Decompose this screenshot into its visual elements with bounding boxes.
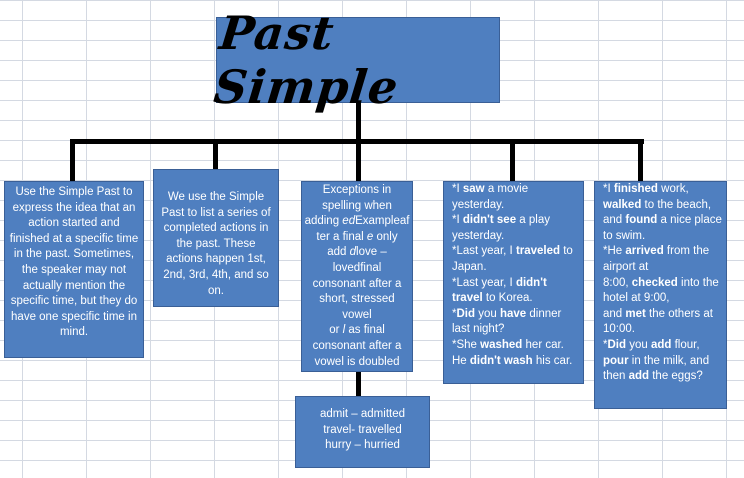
example-verb: add bbox=[628, 370, 650, 383]
exceptions-italic: d bbox=[349, 246, 357, 259]
example-text: 8:00, bbox=[603, 276, 632, 289]
example-verb: finished bbox=[613, 183, 658, 195]
example-verb: saw bbox=[462, 183, 485, 195]
example-verb: washed bbox=[480, 338, 523, 351]
example-text: * bbox=[452, 307, 457, 320]
exceptions-line: love – bbox=[356, 246, 387, 259]
connector-drop-4 bbox=[510, 139, 515, 181]
example-verb: walked bbox=[603, 198, 642, 211]
box-definition-text: Use the Simple Past to express the idea … bbox=[9, 186, 139, 339]
example-text: dinner last night? bbox=[452, 307, 562, 336]
example-text: *Last year, I bbox=[452, 245, 516, 258]
example-text: his car. bbox=[532, 354, 573, 367]
exceptions-line: short, stressed bbox=[319, 293, 395, 306]
box-series-text: We use the Simple Past to list a series … bbox=[161, 191, 271, 297]
example-verb: found bbox=[625, 214, 658, 227]
example-text: her car. bbox=[522, 338, 564, 351]
exceptions-line: spelling when bbox=[322, 199, 392, 212]
example-verb: traveled bbox=[515, 245, 561, 258]
example-verb: arrived bbox=[625, 245, 664, 258]
box-spelling-exceptions: Exceptions in spelling when adding edExa… bbox=[301, 181, 413, 372]
exceptions-line: only bbox=[373, 230, 398, 243]
example-verb: have bbox=[499, 307, 527, 320]
connector-drop-5 bbox=[638, 139, 643, 181]
exceptions-line: ter a final bbox=[316, 230, 367, 243]
example-text: to the beach, bbox=[641, 198, 712, 211]
example-text: and bbox=[603, 307, 626, 320]
example-text: then bbox=[603, 370, 629, 383]
example-text: into the hotel at 9:00, bbox=[603, 276, 719, 305]
example-line: travel- travelled bbox=[323, 423, 402, 436]
exceptions-line: Exampleaf bbox=[355, 215, 410, 228]
example-text: work, bbox=[657, 183, 689, 195]
example-text: from the airport at bbox=[603, 245, 710, 273]
example-line: admit – admitted bbox=[319, 408, 405, 420]
example-verb: didn't wash bbox=[469, 354, 533, 367]
exceptions-italic: l bbox=[342, 324, 346, 337]
example-verb: met bbox=[625, 307, 646, 320]
exceptions-line: adding bbox=[304, 215, 343, 228]
example-text: to Korea. bbox=[482, 292, 533, 305]
example-verb: add bbox=[650, 338, 672, 351]
connector-drop-1 bbox=[70, 139, 75, 181]
example-text: He bbox=[452, 354, 470, 367]
page-title: Past Simple bbox=[211, 6, 402, 114]
example-text: and bbox=[603, 214, 626, 227]
example-text: *I bbox=[452, 214, 463, 227]
example-text: the eggs? bbox=[649, 370, 703, 383]
box-examples-series: *I finished work, walked to the beach, a… bbox=[594, 181, 727, 409]
example-verb: Did bbox=[607, 338, 627, 351]
exceptions-italic: e bbox=[366, 230, 374, 243]
example-text: you bbox=[475, 307, 500, 320]
example-text: a nice place to swim. bbox=[603, 214, 722, 242]
example-text: a movie yesterday. bbox=[452, 183, 529, 211]
exceptions-italic: ed bbox=[342, 215, 356, 228]
exceptions-line: Exceptions in bbox=[322, 184, 392, 196]
example-verb: checked bbox=[631, 276, 678, 289]
example-text: the others at 10:00. bbox=[603, 307, 713, 336]
example-verb: Did bbox=[456, 307, 476, 320]
example-text: *He bbox=[603, 245, 626, 258]
connector-drop-3 bbox=[356, 139, 361, 181]
example-text: *She bbox=[452, 338, 481, 351]
example-text: to Japan. bbox=[452, 245, 573, 273]
example-text: *I bbox=[603, 183, 614, 195]
box-spelling-examples: admit – admitted travel- travelled hurry… bbox=[295, 396, 430, 468]
example-text: in the milk, and bbox=[628, 354, 710, 367]
example-line: hurry – hurried bbox=[325, 439, 400, 452]
example-text: * bbox=[603, 338, 608, 351]
exceptions-line: consonant after a bbox=[312, 277, 402, 290]
box-series-of-actions: We use the Simple Past to list a series … bbox=[153, 169, 279, 307]
example-verb: pour bbox=[603, 354, 629, 367]
example-text: *Last year, I bbox=[452, 276, 516, 289]
exceptions-line: add bbox=[327, 246, 350, 259]
exceptions-line: consonant after a bbox=[312, 339, 402, 352]
box-examples-negatives: *I saw a movie yesterday. *I didn't see … bbox=[443, 181, 584, 384]
example-text: flour, bbox=[671, 338, 700, 351]
box-definition: Use the Simple Past to express the idea … bbox=[4, 181, 144, 358]
example-text: a play yesterday. bbox=[452, 214, 550, 242]
example-verb: didn't see bbox=[462, 214, 517, 227]
exceptions-line: lovedfinal bbox=[332, 261, 382, 274]
connector-drop-2 bbox=[213, 139, 218, 169]
example-text: you bbox=[626, 338, 651, 351]
exceptions-line: or bbox=[329, 324, 343, 337]
exceptions-line: vowel bbox=[342, 308, 372, 321]
exceptions-line: vowel is doubled bbox=[314, 355, 400, 368]
title-box: Past Simple bbox=[211, 6, 500, 114]
connector-exceptions-to-examples bbox=[356, 372, 361, 396]
example-text: *I bbox=[452, 183, 463, 195]
example-verb: didn't travel bbox=[452, 276, 547, 305]
exceptions-line: as final bbox=[345, 324, 385, 337]
connector-trunk bbox=[356, 103, 361, 143]
